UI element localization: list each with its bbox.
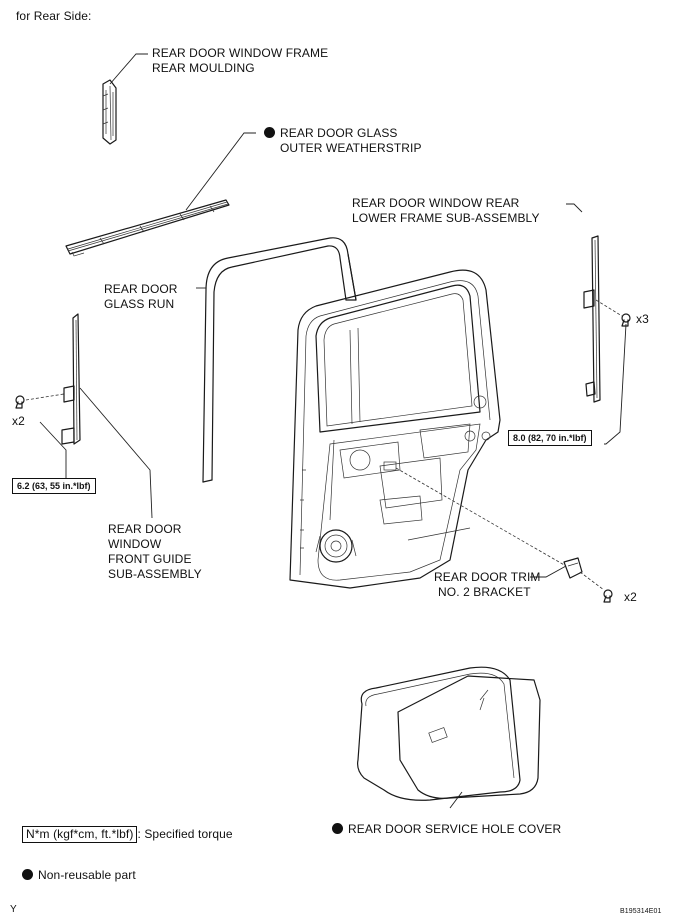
legend-torque-text: : Specified torque — [137, 827, 233, 841]
trim-bracket-label: REAR DOOR TRIM NO. 2 BRACKET — [434, 570, 541, 600]
front-guide-label-line4: SUB-ASSEMBLY — [108, 567, 202, 581]
legend-non-reusable-text: Non-reusable part — [38, 868, 136, 882]
service-hole-cover-part — [357, 666, 541, 801]
lower-frame-label-line2: LOWER FRAME SUB-ASSEMBLY — [352, 211, 540, 225]
front-guide-qty: x2 — [12, 414, 25, 428]
weatherstrip-label: REAR DOOR GLASS OUTER WEATHERSTRIP — [264, 126, 422, 156]
trim-bracket-label-line2: NO. 2 BRACKET — [438, 585, 531, 599]
glass-run-label: REAR DOOR GLASS RUN — [104, 282, 178, 312]
leader-lines — [39, 53, 627, 809]
frame-moulding-label-line2: REAR MOULDING — [152, 61, 255, 75]
legend-torque-box: N*m (kgf*cm, ft.*lbf) — [22, 826, 138, 843]
lower-frame-label-line1: REAR DOOR WINDOW REAR — [352, 196, 520, 210]
legend-torque: N*m (kgf*cm, ft.*lbf): Specified torque — [22, 826, 233, 843]
legend-non-reusable: Non-reusable part — [22, 868, 136, 883]
front-guide-label-line2: WINDOW — [108, 537, 162, 551]
frame-moulding-label: REAR DOOR WINDOW FRAME REAR MOULDING — [152, 46, 328, 76]
front-guide-label-line3: FRONT GUIDE — [108, 552, 192, 566]
frame-moulding-part — [102, 79, 117, 145]
weatherstrip-label-line2: OUTER WEATHERSTRIP — [280, 141, 422, 155]
front-guide-label-line1: REAR DOOR — [108, 522, 182, 536]
service-hole-cover-label: REAR DOOR SERVICE HOLE COVER — [332, 822, 561, 837]
figure-id: B195314E01 — [620, 908, 662, 915]
footer-mark: Y — [10, 904, 17, 915]
front-guide-bolt — [15, 393, 65, 409]
non-reusable-dot-icon — [22, 869, 33, 880]
lower-frame-part — [583, 235, 631, 403]
weatherstrip-part — [65, 199, 230, 257]
lower-frame-label: REAR DOOR WINDOW REAR LOWER FRAME SUB-AS… — [352, 196, 540, 226]
front-guide-torque: 6.2 (63, 55 in.*lbf) — [12, 478, 96, 494]
glass-run-label-line2: GLASS RUN — [104, 297, 175, 311]
lower-frame-qty: x3 — [636, 312, 649, 326]
section-title: for Rear Side: — [16, 9, 92, 23]
trim-bracket-label-line1: REAR DOOR TRIM — [434, 570, 541, 584]
non-reusable-dot-icon — [264, 127, 275, 138]
glass-run-part — [202, 237, 357, 483]
front-guide-part — [61, 313, 81, 445]
glass-run-label-line1: REAR DOOR — [104, 282, 178, 296]
non-reusable-dot-icon — [332, 823, 343, 834]
bracket-qty: x2 — [624, 590, 637, 604]
rear-door-body — [289, 269, 567, 589]
weatherstrip-label-line1: REAR DOOR GLASS — [264, 126, 422, 141]
front-guide-label: REAR DOOR WINDOW FRONT GUIDE SUB-ASSEMBL… — [108, 522, 202, 582]
lower-frame-torque: 8.0 (82, 70 in.*lbf) — [508, 430, 592, 446]
trim-bracket-part — [563, 557, 613, 603]
frame-moulding-label-line1: REAR DOOR WINDOW FRAME — [152, 46, 329, 60]
